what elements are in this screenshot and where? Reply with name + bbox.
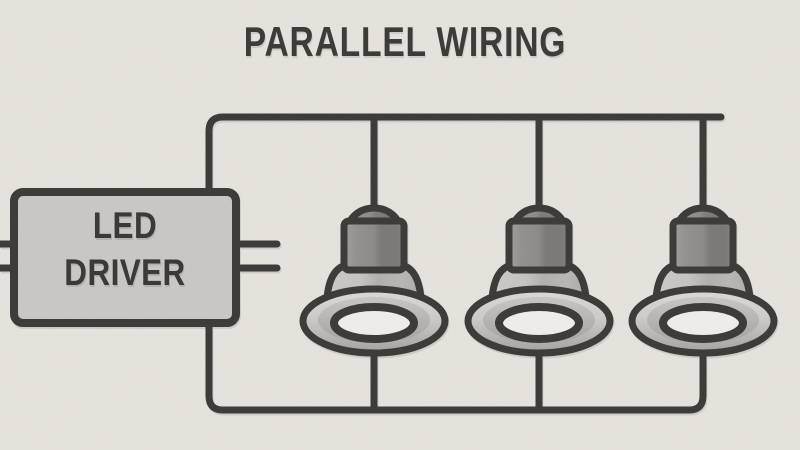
- led-downlight-1: [299, 204, 449, 357]
- lamp-lens: [659, 303, 747, 343]
- top-rail-wire: [205, 113, 725, 200]
- lamp-body: [669, 217, 737, 274]
- driver-label-line1: LED: [92, 205, 158, 246]
- driver-label-line2: DRIVER: [64, 251, 186, 293]
- lamp-body: [505, 217, 573, 274]
- led-downlight-2: [464, 204, 614, 357]
- lamp-lens: [495, 303, 583, 343]
- lamp-body: [340, 217, 408, 274]
- bottom-rail-wire: [205, 318, 707, 414]
- led-driver-label: LED DRIVER: [27, 203, 223, 296]
- led-downlight-3: [628, 204, 778, 357]
- lamp-lens: [330, 303, 418, 343]
